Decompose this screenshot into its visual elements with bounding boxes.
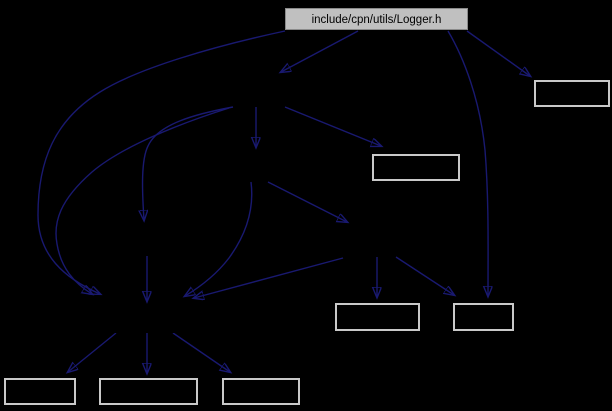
edge-n3-to-h1 <box>194 257 344 298</box>
node-b[interactable] <box>453 303 514 331</box>
node-a[interactable] <box>335 303 420 331</box>
node-top-right[interactable] <box>534 80 610 107</box>
edge-root-to-hidden-n2 <box>281 30 359 72</box>
edge-h1-to-bottom-3 <box>172 332 230 372</box>
node-bottom-3[interactable] <box>222 378 300 405</box>
node-hidden-n3 <box>340 228 400 256</box>
node-hidden-n2 <box>227 78 295 105</box>
node-bottom-1[interactable] <box>4 378 76 405</box>
node-logger-header: include/cpn/utils/Logger.h <box>285 8 468 30</box>
edge-n4-to-n3 <box>267 181 347 222</box>
node-bottom-2[interactable] <box>99 378 198 405</box>
edge-n4-to-h1 <box>185 181 253 296</box>
node-hidden-h1 <box>100 306 190 333</box>
node-middle[interactable] <box>372 154 460 181</box>
edge-root-to-box-b <box>447 30 488 296</box>
edge-n3-to-box-b <box>395 256 454 295</box>
edge-root-to-hidden-h1 <box>37 30 286 294</box>
root-node-label: include/cpn/utils/Logger.h <box>311 14 442 26</box>
edge-n2-to-h2 <box>143 106 234 220</box>
edge-root-to-top-right <box>466 30 530 76</box>
edge-h1-to-bottom-1 <box>68 332 117 372</box>
edge-n2-to-h1 <box>55 107 230 294</box>
node-hidden-h2 <box>112 228 180 255</box>
node-hidden-n4 <box>228 154 285 181</box>
edge-n2-to-box-middle <box>284 106 381 146</box>
